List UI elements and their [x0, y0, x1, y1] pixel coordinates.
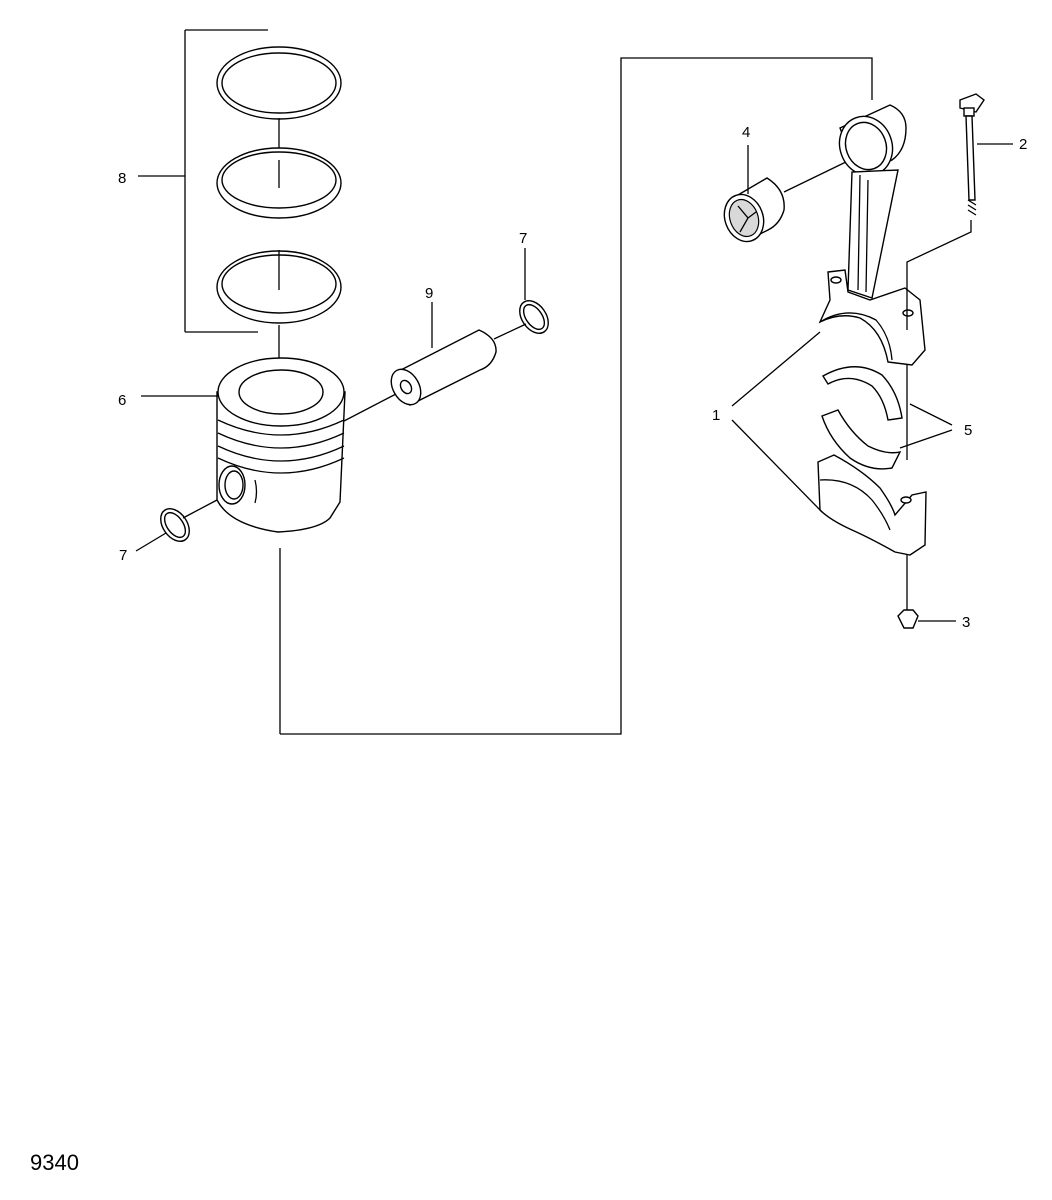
- callout-6: 6: [118, 392, 126, 409]
- nut: [897, 609, 956, 629]
- callout-1: 1: [712, 407, 720, 424]
- leader-lines: [731, 331, 953, 513]
- callout-5: 5: [964, 422, 972, 439]
- callout-2: 2: [1019, 136, 1027, 153]
- connecting-rod: [817, 104, 927, 556]
- callout-4: 4: [742, 124, 750, 141]
- connecting-rod-bolt: [906, 93, 1013, 610]
- assembly-leader-line: [280, 57, 873, 735]
- bushing: [723, 145, 851, 243]
- bearing-shell-upper: [822, 366, 903, 421]
- callout-7-right: 7: [519, 230, 527, 247]
- snap-ring-right: [493, 248, 549, 340]
- callout-8: 8: [118, 170, 126, 187]
- piston: [141, 357, 346, 734]
- callout-3: 3: [962, 614, 970, 631]
- piston-ring-group: [138, 29, 342, 390]
- callout-9: 9: [425, 285, 433, 302]
- figure-number: 9340: [30, 1150, 79, 1175]
- snap-ring-left: [135, 499, 218, 552]
- callout-7-left: 7: [119, 547, 127, 564]
- piston-pin: [343, 302, 497, 422]
- piston-ring-top: [216, 46, 342, 120]
- bearing-shell-lower: [821, 409, 902, 470]
